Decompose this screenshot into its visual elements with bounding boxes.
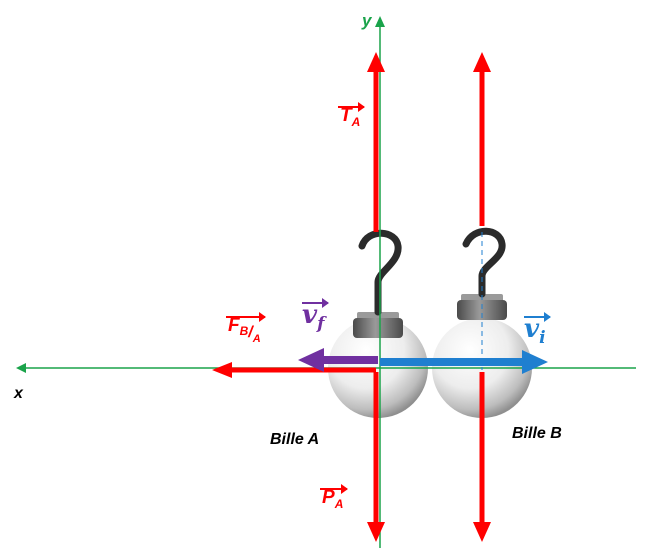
final-velocity-label-arrow — [302, 298, 330, 308]
initial-velocity-label-sub: i — [539, 328, 546, 348]
tension-label-main: T — [340, 105, 352, 126]
final-velocity-label: vf — [302, 298, 330, 333]
weight-label-arrow — [320, 484, 349, 494]
x-axis-label: x — [14, 385, 23, 402]
force-label: FB/A — [226, 312, 266, 345]
weight-label-sub: A — [334, 497, 344, 511]
tension-label-sub: A — [351, 115, 361, 129]
ball-b-label: Bille B — [512, 425, 562, 442]
y-axis-arrowhead — [375, 16, 385, 27]
force-label-slash: / — [248, 324, 253, 341]
weight-vector-b — [473, 372, 491, 542]
ball-b-cap — [457, 300, 507, 320]
initial-velocity-label-main: v — [524, 314, 540, 344]
final-velocity-label-sub: f — [317, 314, 325, 334]
final-velocity-label-main: v — [302, 300, 318, 330]
force-label-sub2: A — [252, 333, 261, 345]
tension-vector-b — [473, 52, 491, 226]
tension-label: TA — [338, 102, 366, 128]
force-label-arrow — [226, 312, 266, 322]
y-axis — [375, 16, 385, 548]
initial-velocity-label: vi — [524, 312, 551, 347]
weight-vector-a — [367, 372, 385, 542]
initial-velocity-vector — [380, 350, 548, 374]
weight-label-main: P — [322, 487, 335, 508]
force-label-sub: B — [239, 324, 249, 338]
force-vector-b-on-a — [212, 362, 376, 378]
y-axis-label: y — [362, 11, 372, 30]
final-velocity-vector — [298, 348, 378, 372]
ball-a-label: Bille A — [270, 431, 320, 448]
weight-label: PA — [320, 484, 349, 510]
hook-b-icon — [462, 227, 506, 298]
tension-label-arrow — [338, 102, 366, 112]
tension-vector-a — [367, 52, 385, 232]
x-axis-arrowhead — [16, 363, 26, 373]
initial-velocity-label-arrow — [524, 312, 551, 322]
ball-a-cap — [353, 318, 403, 338]
force-label-main: F — [228, 315, 240, 336]
